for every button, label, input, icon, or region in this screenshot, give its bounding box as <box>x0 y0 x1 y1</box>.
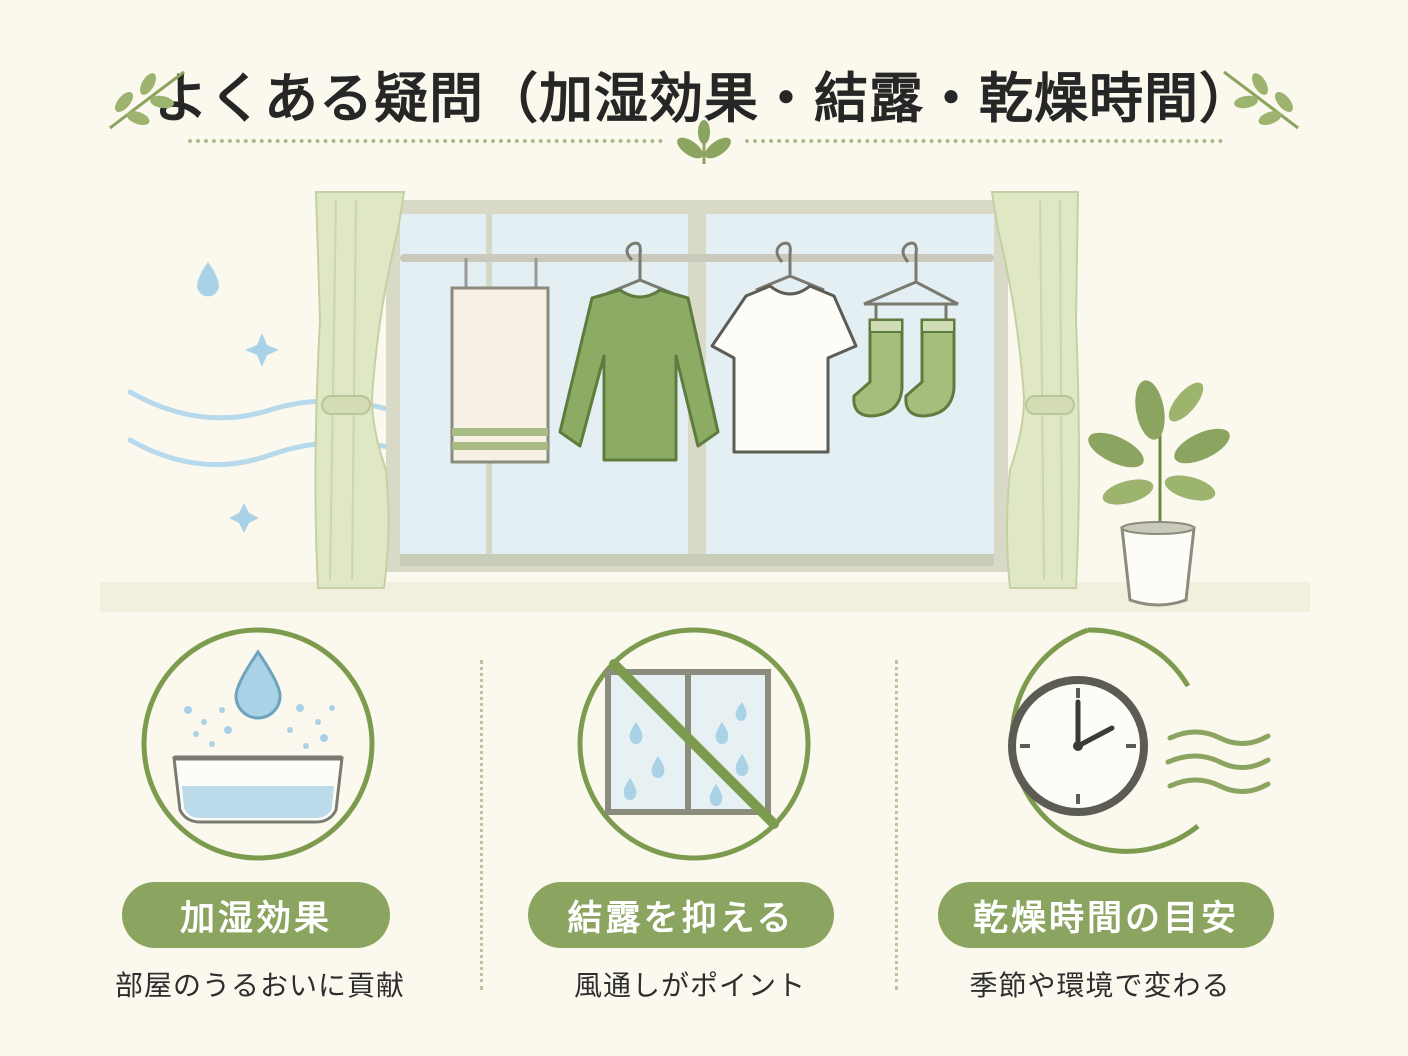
humidifier-bowl-icon <box>141 627 375 861</box>
drying-room-illustration <box>100 191 1310 612</box>
no-condensation-window-icon <box>577 627 811 861</box>
curtain-right-icon <box>990 191 1080 589</box>
leaf-sprig-right-icon <box>1223 70 1299 130</box>
feature-label-humidify: 加湿効果 <box>122 882 390 948</box>
window-icon <box>386 200 1008 572</box>
title-divider-right <box>745 139 1223 143</box>
clock-icon <box>1008 627 1271 854</box>
tshirt-icon <box>710 241 858 454</box>
sweater-icon <box>558 241 720 462</box>
feature-caption-drying-time: 季節や環境で変わる <box>969 969 1231 1002</box>
wind-lines-icon <box>1165 729 1271 794</box>
feature-separator-2 <box>895 660 898 990</box>
clothes-rod <box>400 254 994 262</box>
socks-icon <box>852 241 959 418</box>
feature-caption-condensation: 風通しがポイント <box>573 969 806 1002</box>
feature-caption-humidify: 部屋のうるおいに貢献 <box>114 969 405 1002</box>
curtain-left-icon <box>314 191 406 589</box>
title-divider-left <box>188 139 663 143</box>
center-leaf-icon <box>677 120 731 164</box>
feature-separator-1 <box>480 660 483 990</box>
feature-label-drying-time: 乾燥時間の目安 <box>938 882 1274 948</box>
feature-label-condensation: 結露を抑える <box>528 882 834 948</box>
towel-icon <box>450 258 550 464</box>
page-title: よくある疑問（加湿効果・結露・乾燥時間） <box>154 67 1254 130</box>
leaf-sprig-left-icon <box>109 70 185 130</box>
floor <box>100 582 1310 612</box>
plant-icon <box>1088 380 1230 607</box>
